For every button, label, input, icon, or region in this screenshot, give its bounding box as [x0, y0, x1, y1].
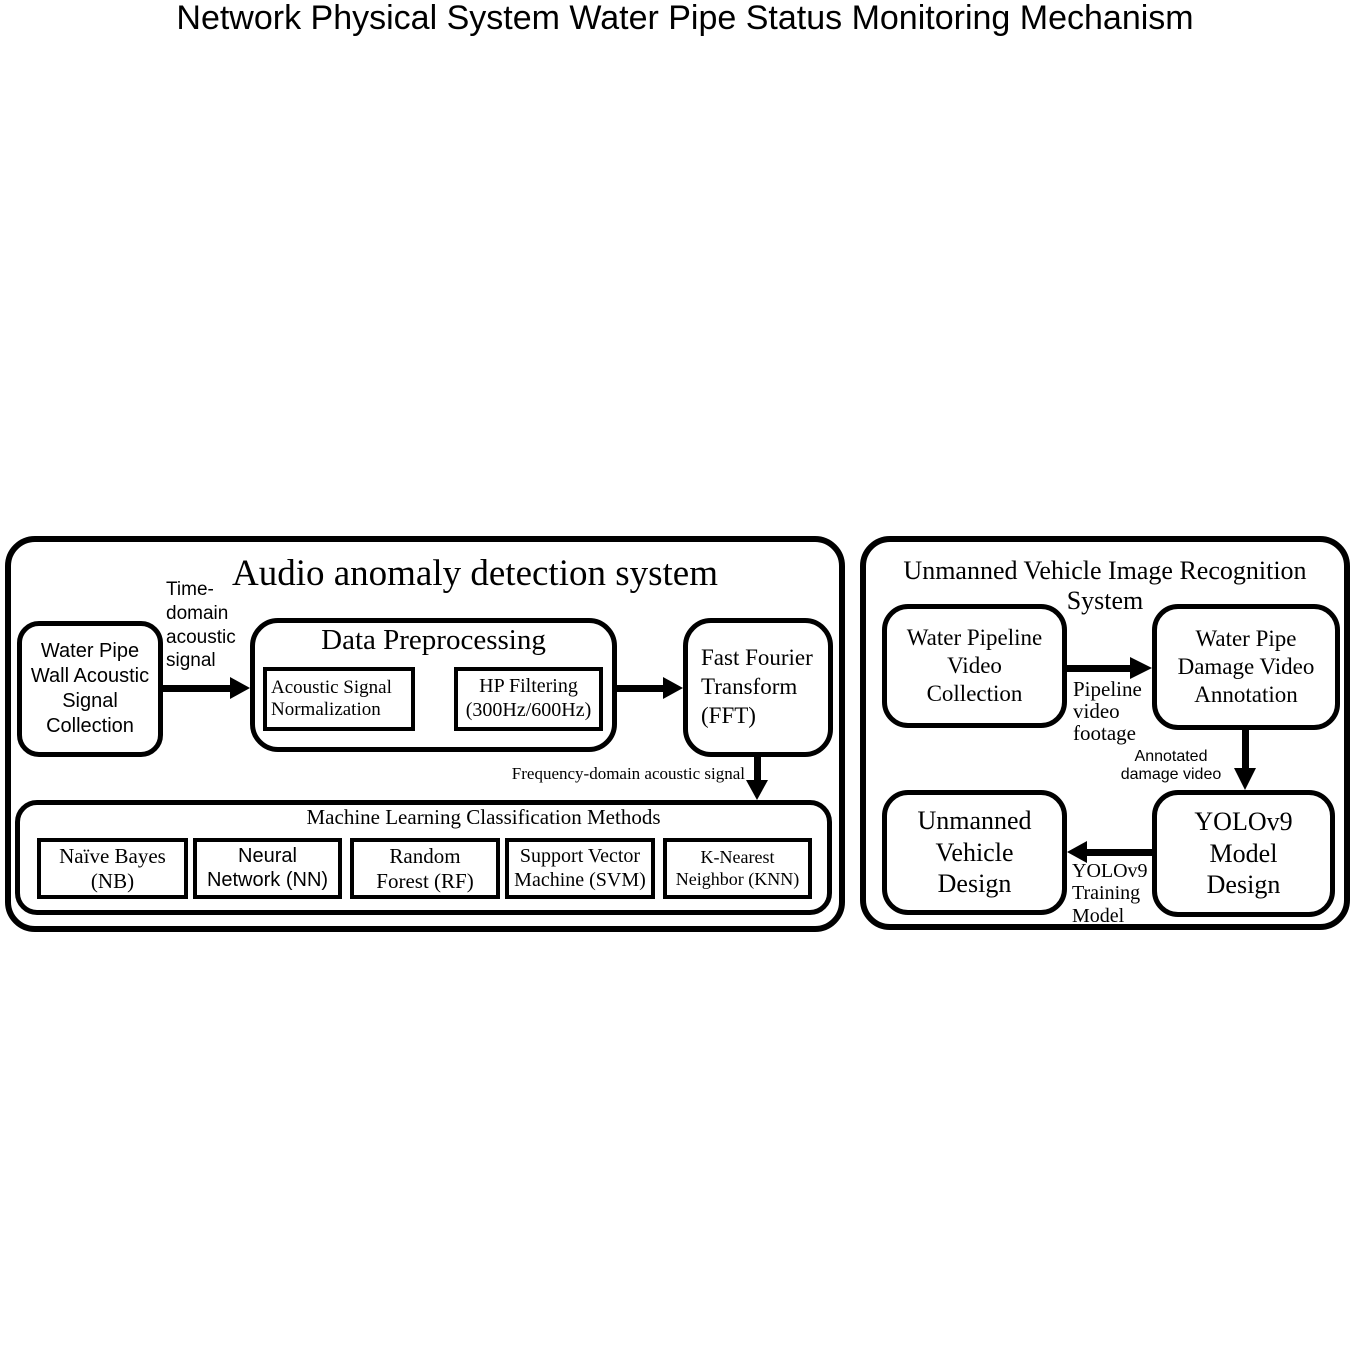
acoustic-normalization-box: Acoustic Signal Normalization: [263, 667, 415, 731]
arrow-annotation-to-yolo-head: [1234, 768, 1256, 790]
annotated-damage-video-label: Annotated damage video: [1120, 748, 1222, 783]
hp-filtering-box: HP Filtering (300Hz/600Hz): [454, 667, 603, 731]
arrow-preprocessing-to-fft-head: [663, 677, 683, 699]
audio-anomaly-panel-title: Audio anomaly detection system: [231, 553, 719, 594]
arrow-collection-to-annotation-head: [1130, 657, 1152, 679]
fft-box: Fast Fourier Transform (FFT): [683, 618, 833, 757]
method-knn-box: K-Nearest Neighbor (KNN): [663, 838, 812, 899]
method-svm-box: Support Vector Machine (SVM): [505, 838, 655, 899]
frequency-domain-signal-label: Frequency-domain acoustic signal: [511, 764, 745, 783]
arrow-preprocessing-to-fft-shaft: [617, 685, 665, 692]
yolo-model-design-box: YOLOv9 Model Design: [1152, 790, 1335, 917]
arrow-collection-to-preprocessing-head: [230, 677, 250, 699]
time-domain-signal-label: Time-domain acoustic signal: [166, 579, 236, 672]
pipeline-footage-label: Pipeline video footage: [1073, 677, 1142, 746]
arrow-yolo-to-vehicle-shaft: [1086, 849, 1154, 856]
arrow-collection-to-preprocessing-shaft: [163, 685, 233, 692]
arrow-fft-to-ml-shaft: [754, 755, 761, 782]
arrow-yolo-to-vehicle-head: [1067, 841, 1087, 863]
method-naive-bayes-box: Naïve Bayes (NB): [37, 838, 188, 899]
pipeline-video-collection-box: Water Pipeline Video Collection: [882, 604, 1067, 728]
diagram-title: Network Physical System Water Pipe Statu…: [176, 0, 1194, 37]
data-preprocessing-title: Data Preprocessing: [321, 624, 546, 656]
method-random-forest-box: Random Forest (RF): [350, 838, 500, 899]
arrow-annotation-to-yolo-shaft: [1242, 728, 1249, 770]
arrow-collection-to-annotation-shaft: [1065, 665, 1132, 672]
method-neural-network-box: Neural Network (NN): [193, 838, 342, 899]
arrow-fft-to-ml-head: [746, 780, 768, 800]
acoustic-signal-collection-box: Water Pipe Wall Acoustic Signal Collecti…: [17, 621, 163, 757]
unmanned-vehicle-design-box: Unmanned Vehicle Design: [882, 790, 1067, 915]
ml-classification-title: Machine Learning Classification Methods: [306, 805, 661, 829]
vehicle-recognition-panel-title: Unmanned Vehicle Image Recognition Syste…: [903, 556, 1307, 615]
damage-video-annotation-box: Water Pipe Damage Video Annotation: [1152, 604, 1340, 730]
yolo-training-model-label: YOLOv9 Training Model: [1072, 860, 1148, 927]
